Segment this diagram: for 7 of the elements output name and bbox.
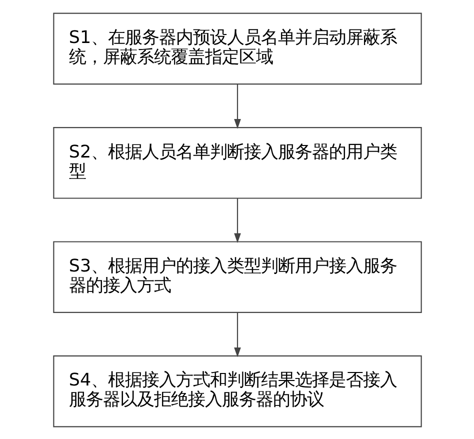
node-box: S2、根据人员名单判断接入服务器的用户类型	[52, 126, 422, 198]
arrow	[234, 198, 240, 243]
arrow	[234, 84, 240, 128]
arrow	[234, 312, 240, 357]
node-box: S1、在服务器内预设人员名单并启动屏蔽系统，屏蔽系统覆盖指定区域	[52, 12, 422, 84]
node-box: S3、根据用户的接入类型判断用户接入服务器的接入方式	[52, 240, 422, 312]
node-box: S4、根据接入方式和判断结果选择是否接入服务器以及拒绝接入服务器的协议	[52, 354, 422, 427]
